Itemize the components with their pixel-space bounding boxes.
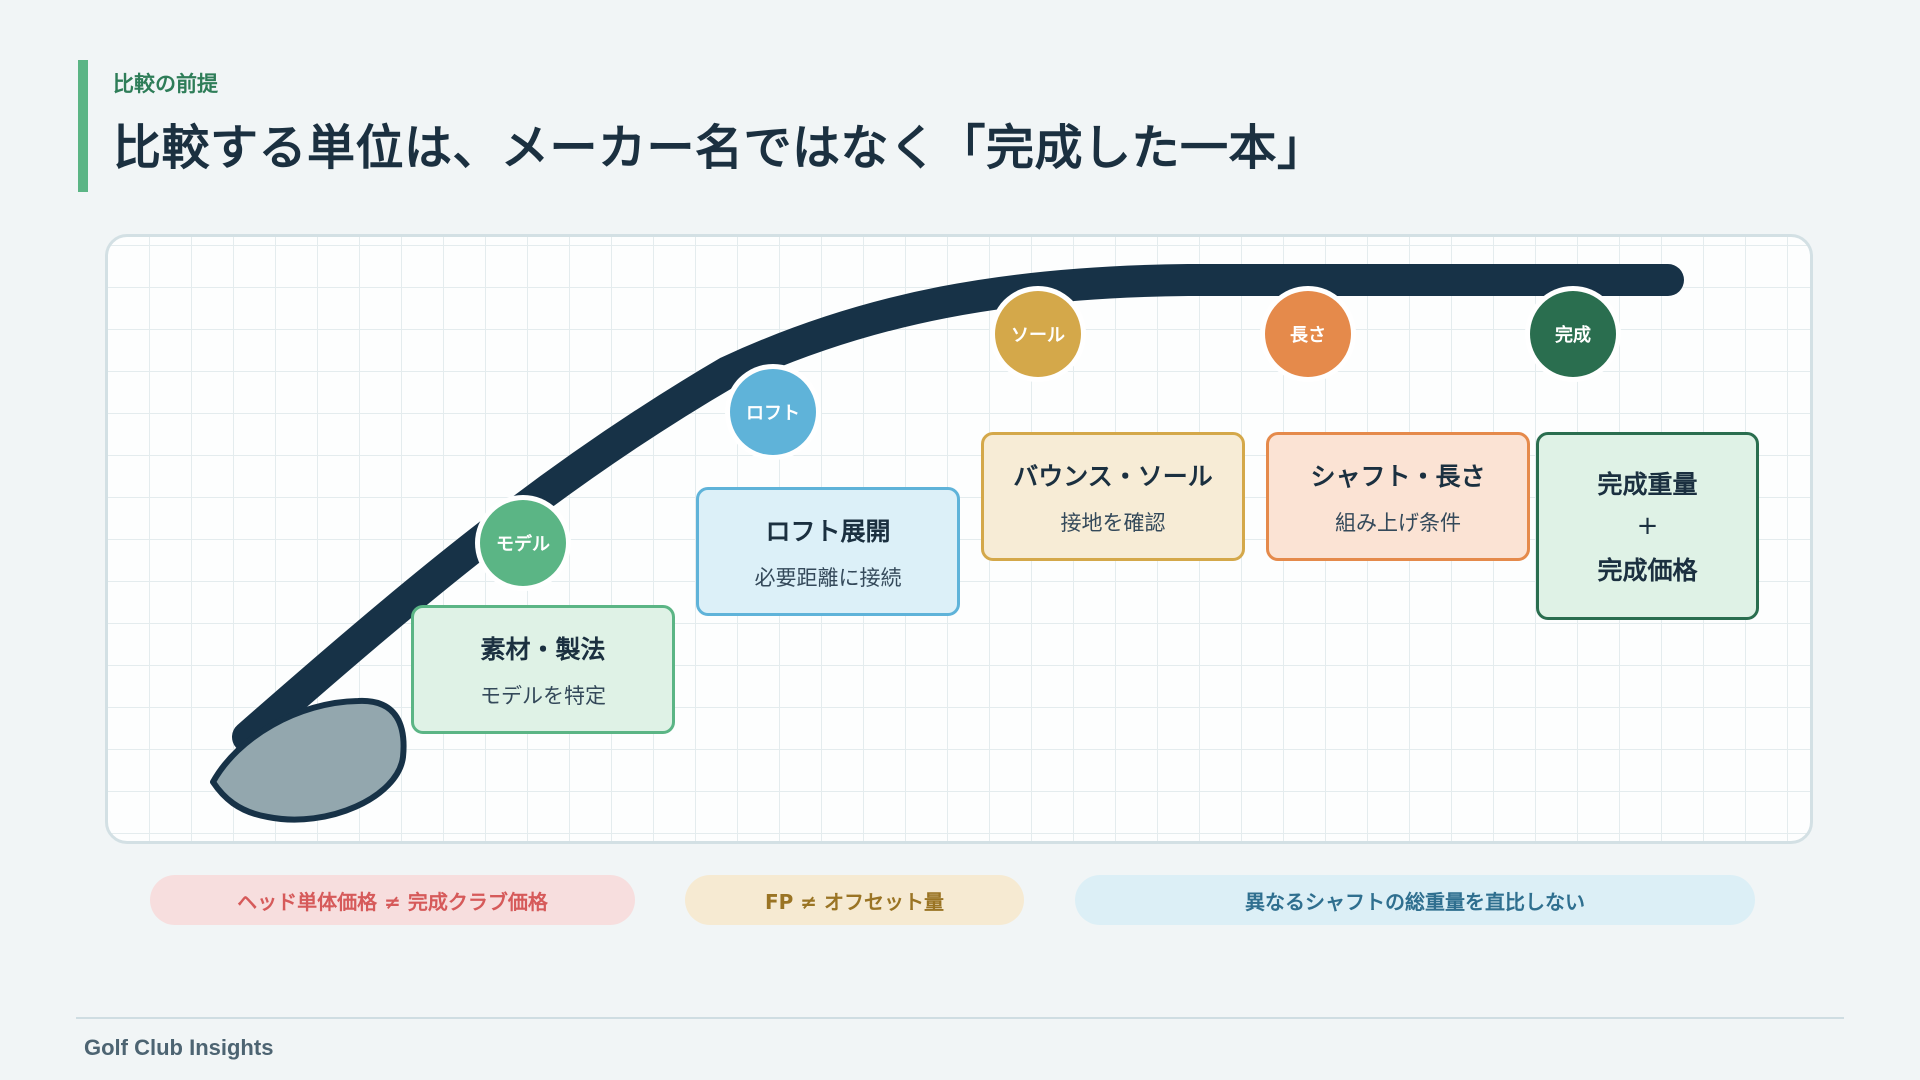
marker-complete: 完成 (1525, 286, 1621, 382)
diagram-panel: モデル ロフト ソール 長さ 完成 素材・製法 モデルを特定 ロフト展開 必要距… (105, 234, 1813, 844)
step-box-loft: ロフト展開 必要距離に接続 (696, 487, 960, 616)
step-title: バウンス・ソール (1013, 461, 1213, 491)
footer-brand: Golf Club Insights (84, 1035, 274, 1060)
step-title: 完成重量 (1597, 470, 1698, 499)
svg-text:完成: 完成 (1555, 324, 1591, 346)
svg-text:ロフト: ロフト (746, 403, 800, 424)
step-title: ロフト展開 (765, 516, 891, 546)
step-subtitle: 組み上げ条件 (1335, 510, 1461, 535)
club-head-icon (210, 697, 407, 823)
svg-text:長さ: 長さ (1290, 325, 1326, 346)
step-box-length: シャフト・長さ 組み上げ条件 (1266, 432, 1530, 561)
marker-sole: ソール (990, 286, 1086, 382)
step-box-model: 素材・製法 モデルを特定 (411, 605, 675, 734)
note-pill-fp-offset: FP ≠ オフセット量 (685, 875, 1024, 925)
step-box-sole: バウンス・ソール 接地を確認 (981, 432, 1245, 561)
marker-model: モデル (475, 495, 571, 591)
header-accent-bar (78, 60, 88, 192)
note-pill-shaft-weight: 異なるシャフトの総重量を直比しない (1075, 875, 1755, 925)
section-eyebrow: 比較の前提 (113, 72, 218, 96)
svg-text:ソール: ソール (1011, 325, 1065, 346)
page-title: 比較する単位は、メーカー名ではなく「完成した一本」 (113, 120, 1326, 176)
marker-loft: ロフト (725, 364, 821, 460)
step-subtitle: 接地を確認 (1060, 510, 1166, 535)
step-box-complete: 完成重量 + 完成価格 (1536, 432, 1759, 620)
footer-divider (76, 1017, 1844, 1019)
plus-sign: + (1636, 511, 1659, 541)
svg-text:モデル: モデル (496, 533, 550, 555)
note-pill-head-price: ヘッド単体価格 ≠ 完成クラブ価格 (150, 875, 635, 925)
step-title: シャフト・長さ (1310, 461, 1486, 491)
marker-length: 長さ (1260, 286, 1356, 382)
club-shaft-diagram: モデル ロフト ソール 長さ 完成 (210, 264, 1684, 823)
step-title-secondary: 完成価格 (1597, 556, 1698, 585)
step-title: 素材・製法 (480, 634, 606, 664)
step-subtitle: 必要距離に接続 (754, 565, 902, 590)
step-subtitle: モデルを特定 (480, 683, 606, 708)
